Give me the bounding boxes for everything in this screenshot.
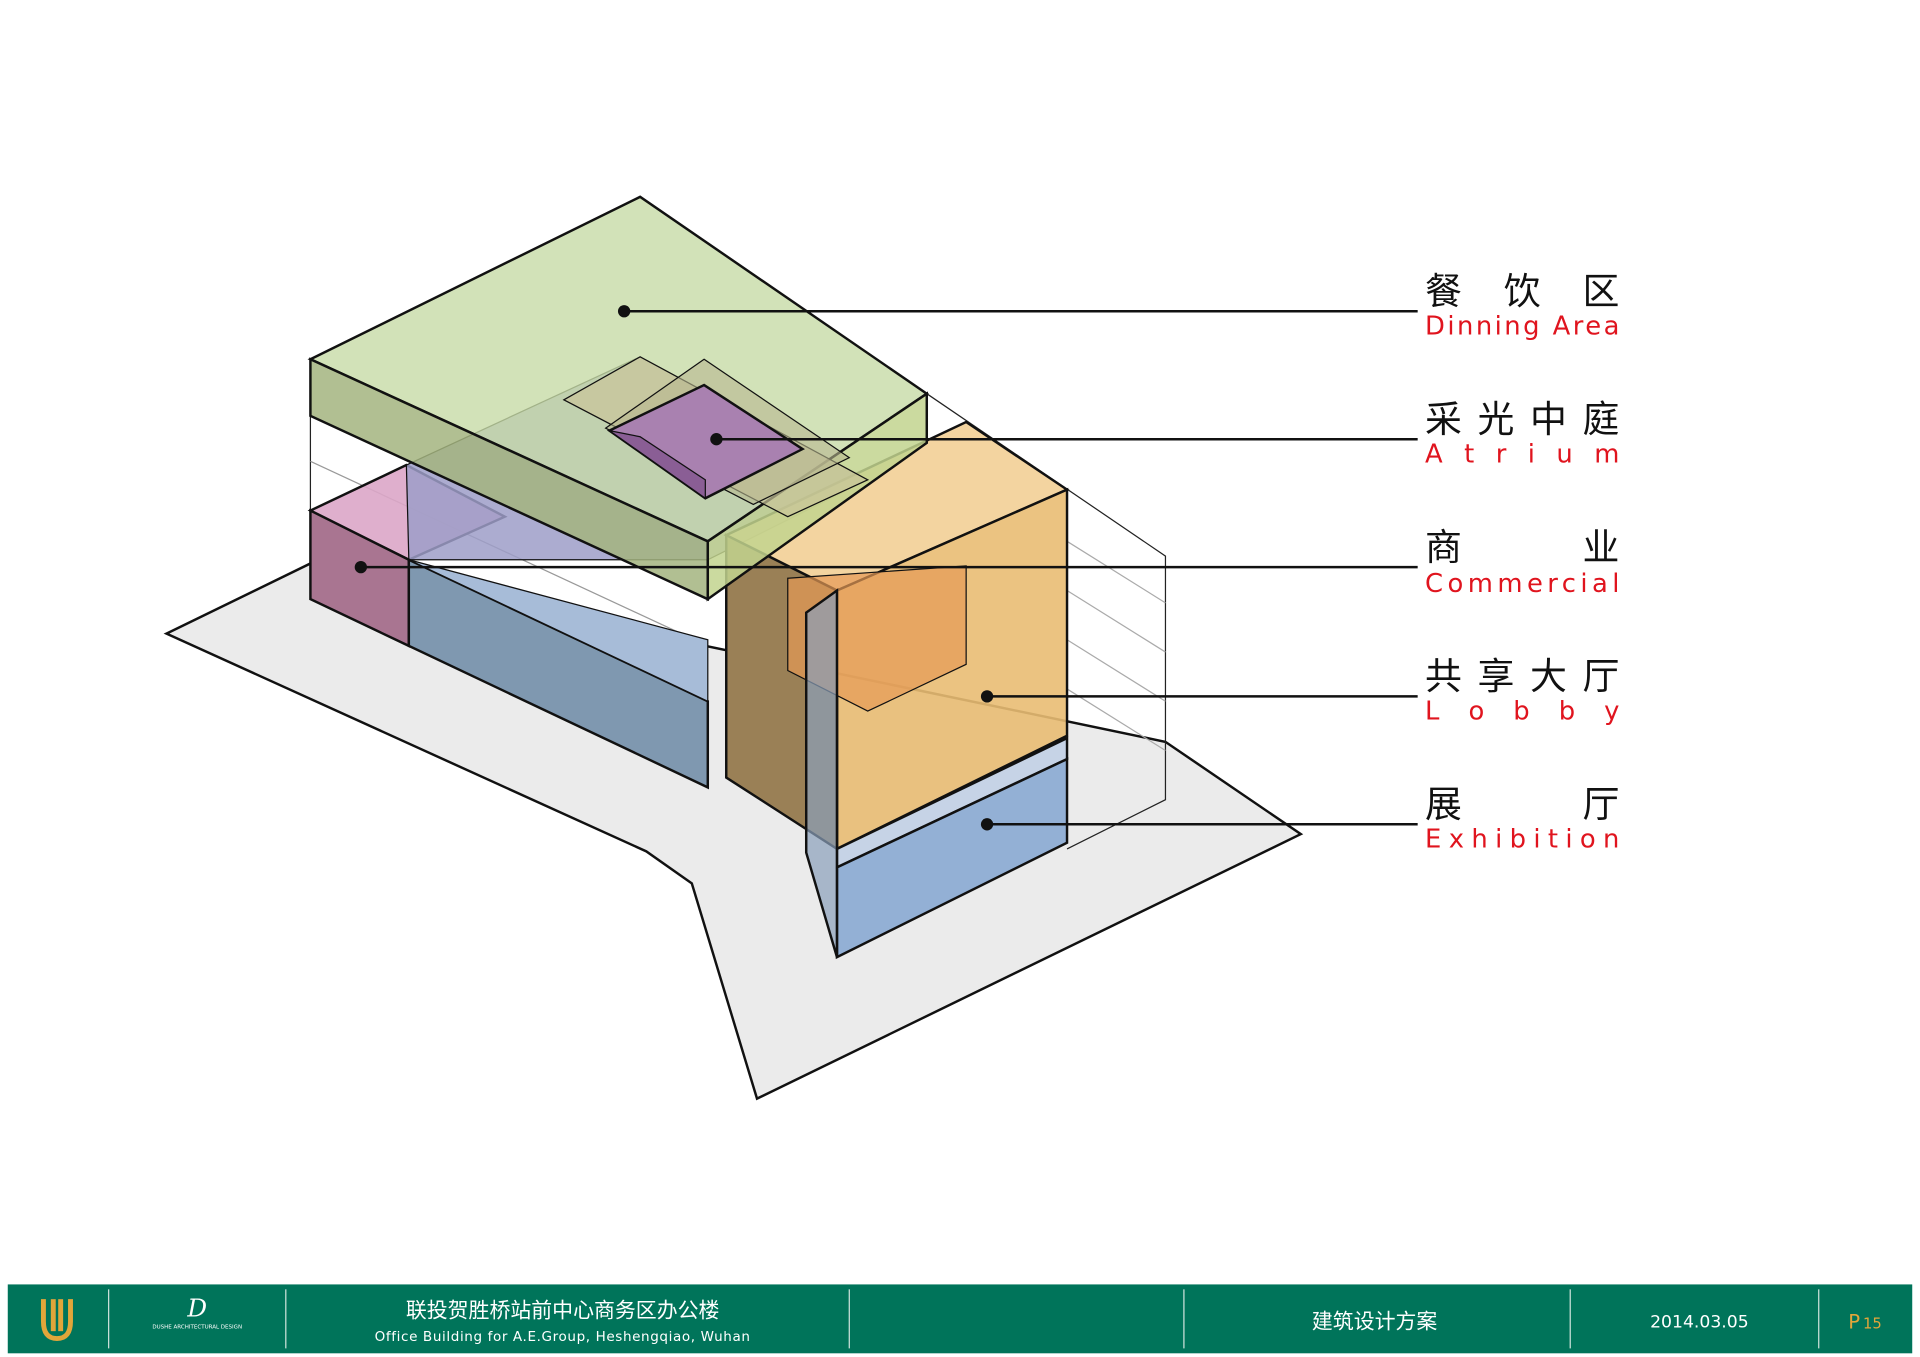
label-atrium-en: A t r i u m (1425, 440, 1619, 470)
exhibition-volume (804, 588, 1069, 960)
label-dining-en: Dinning Area (1425, 312, 1619, 342)
label-atrium-cn: 采光中庭 (1425, 398, 1619, 441)
dot-exhibition (980, 818, 994, 831)
label-commercial-en: Commercial (1425, 569, 1619, 599)
company-logo-u (40, 1299, 73, 1342)
label-exhibition-cn: 展 厅 (1425, 783, 1619, 826)
page-prefix: P (1848, 1311, 1860, 1334)
svg-text:DUSHE ARCHITECTURAL DESIGN: DUSHE ARCHITECTURAL DESIGN (152, 1325, 242, 1331)
leader-dots (354, 305, 994, 831)
dot-atrium (710, 433, 723, 446)
label-lobby-cn: 共享大厅 (1425, 655, 1619, 698)
atrium-volume (604, 358, 851, 506)
label-exhibition-en: Exhibition (1425, 825, 1619, 855)
svg-text:D: D (186, 1293, 207, 1322)
label-lobby-en: L o b b y (1425, 697, 1619, 727)
legend-labels: 餐 饮 区 Dinning Area 采光中庭 A t r i u m 商 业 … (1425, 270, 1619, 855)
label-commercial-cn: 商 业 (1425, 526, 1619, 569)
dot-dining (617, 305, 631, 318)
footer-bar: D DUSHE ARCHITECTURAL DESIGN 联投贺胜桥站前中心商务… (7, 1284, 1913, 1354)
dot-lobby (980, 690, 994, 703)
label-dining-cn: 餐 饮 区 (1425, 270, 1619, 313)
section-title: 建筑设计方案 (1312, 1310, 1438, 1334)
page-number: 15 (1863, 1316, 1882, 1333)
project-title-cn: 联投贺胜桥站前中心商务区办公楼 (406, 1299, 720, 1323)
dot-commercial (354, 561, 368, 574)
leader-lines (360, 310, 1418, 826)
dushe-logo: D DUSHE ARCHITECTURAL DESIGN (152, 1293, 242, 1330)
date: 2014.03.05 (1650, 1312, 1749, 1332)
project-title-en: Office Building for A.E.Group, Heshengqi… (375, 1329, 751, 1345)
